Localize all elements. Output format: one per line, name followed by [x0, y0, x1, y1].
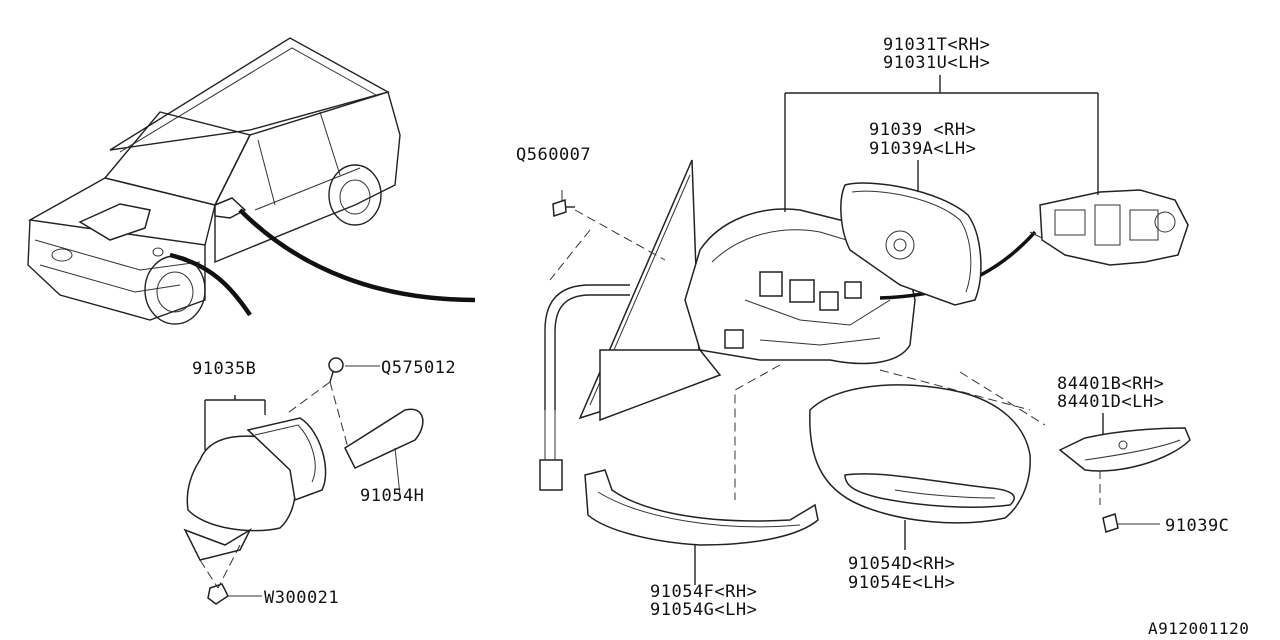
mirror-motor-unit [1029, 189, 1189, 266]
label-q560007: Q560007 [516, 145, 591, 165]
label-91054e: 91054E<LH> [848, 573, 955, 593]
label-91039: 91039 <RH> [869, 120, 976, 140]
mirror-glass-91039 [840, 182, 982, 306]
diagram-id: A912001120 [1148, 619, 1249, 638]
label-q575012: Q575012 [381, 358, 456, 378]
label-91054f: 91054F<RH> [650, 582, 757, 602]
turn-signal-lamp [1058, 427, 1191, 533]
label-91031t: 91031T<RH> [883, 35, 990, 55]
callout-lines [694, 75, 1160, 585]
label-w300021: W300021 [264, 588, 339, 608]
mirror-glass-and-harness [539, 159, 722, 491]
vehicle-illustration [27, 37, 476, 325]
label-91039a: 91039A<LH> [869, 139, 976, 159]
label-91035b: 91035B [192, 359, 256, 379]
label-91054g: 91054G<LH> [650, 600, 757, 620]
part-labels: 91031T<RH> 91031U<LH> 91039 <RH> 91039A<… [192, 35, 1249, 638]
mirror-lower-cover [584, 469, 819, 546]
mirror-outer-cover [809, 384, 1031, 524]
label-91054h: 91054H [360, 486, 424, 506]
label-91031u: 91031U<LH> [883, 53, 990, 73]
label-91039c: 91039C [1165, 516, 1229, 536]
label-84401b: 84401B<RH> [1057, 374, 1164, 394]
label-91054d: 91054D<RH> [848, 554, 955, 574]
mirror-assembly-91035b [183, 357, 424, 605]
label-84401d: 84401D<LH> [1057, 392, 1164, 412]
